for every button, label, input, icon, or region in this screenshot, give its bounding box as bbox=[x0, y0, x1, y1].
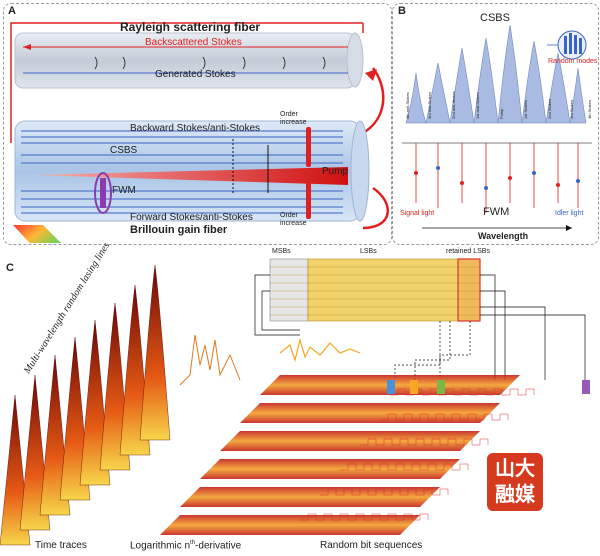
bit-markers bbox=[387, 380, 590, 394]
line-label-2s: 2nd Stokes bbox=[547, 98, 552, 119]
forward-label: Forward Stokes/anti-Stokes bbox=[130, 212, 253, 223]
generated-label: Generated Stokes bbox=[155, 69, 236, 80]
rainbow-output bbox=[13, 225, 61, 243]
panel-b-frame bbox=[392, 3, 599, 245]
derivative-strips bbox=[160, 375, 520, 535]
derivative-label-suffix: -derivative bbox=[195, 540, 242, 552]
line-label-pump: Pump bbox=[499, 108, 504, 119]
feedback-loop-red bbox=[10, 22, 364, 143]
msbs-label: MSBs bbox=[272, 248, 291, 255]
time-traces-label: Time traces bbox=[35, 540, 87, 551]
panel-c-label: C bbox=[6, 262, 14, 274]
line-labels-row: 4th anti-Stokes 3rd anti-Stokes 2nd anti… bbox=[404, 91, 594, 123]
panel-b-diagram bbox=[402, 24, 592, 231]
derivative-inset bbox=[179, 334, 241, 386]
brillouin-title: Brillouin gain fiber bbox=[130, 224, 228, 236]
derivative-label-sup: th bbox=[190, 540, 196, 546]
watermark-line2: 融媒 bbox=[495, 482, 535, 506]
line-label-4as: 4th anti-Stokes bbox=[405, 92, 410, 119]
fwm-label-b: FWM bbox=[483, 206, 510, 218]
csbs-label-a: CSBS bbox=[110, 145, 138, 156]
line-label-1s: 1st Stokes bbox=[523, 100, 528, 119]
panel-a-diagram bbox=[10, 22, 389, 243]
idler-light-label: Idler light bbox=[555, 210, 584, 217]
derivative-label: Logarithmic nth-derivative bbox=[130, 540, 241, 551]
panel-c-diagram bbox=[0, 258, 590, 546]
time-trace-peaks bbox=[0, 264, 171, 546]
csbs-peaks bbox=[405, 24, 587, 124]
derivative-label-text: Logarithmic n bbox=[130, 540, 191, 552]
pump-beam bbox=[33, 167, 348, 185]
rayleigh-title: Rayleigh scattering fiber bbox=[120, 20, 261, 34]
csbs-label-b: CSBS bbox=[480, 12, 510, 24]
line-label-3s: 3rd Stokes bbox=[569, 99, 574, 119]
line-label-4s: 4th Stokes bbox=[587, 100, 592, 119]
panel-b-label: B bbox=[398, 5, 406, 17]
retained-lsbs-label: retained LSBs bbox=[446, 248, 490, 255]
random-modes-label: Random modes bbox=[548, 58, 598, 65]
panel-a-label: A bbox=[8, 5, 16, 17]
line-label-1as: 1st anti-Stokes bbox=[475, 92, 480, 119]
watermark-line1: 山大 bbox=[495, 456, 535, 480]
backward-label: Backward Stokes/anti-Stokes bbox=[130, 123, 261, 134]
line-label-2as: 2nd anti-Stokes bbox=[451, 91, 456, 119]
order-increase-top: Order increase bbox=[280, 111, 307, 126]
signal-light-label: Signal light bbox=[400, 210, 435, 217]
watermark-logo: 山大 融媒 bbox=[487, 453, 543, 511]
panel-a-frame bbox=[3, 3, 392, 245]
lsbs-label: LSBs bbox=[360, 248, 377, 255]
pump-label: Pump bbox=[322, 166, 349, 177]
fwm-label-a: FWM bbox=[112, 185, 136, 196]
line-label-3as: 3rd anti-Stokes bbox=[427, 92, 432, 119]
order-increase-bottom: Order increase bbox=[280, 212, 307, 227]
bit-signal-inset bbox=[279, 337, 361, 363]
backscattered-label: Backscattered Stokes bbox=[145, 37, 242, 48]
wavelength-label: Wavelength bbox=[478, 231, 529, 241]
bit-table bbox=[269, 258, 481, 322]
random-bits-label: Random bit sequences bbox=[320, 540, 423, 551]
